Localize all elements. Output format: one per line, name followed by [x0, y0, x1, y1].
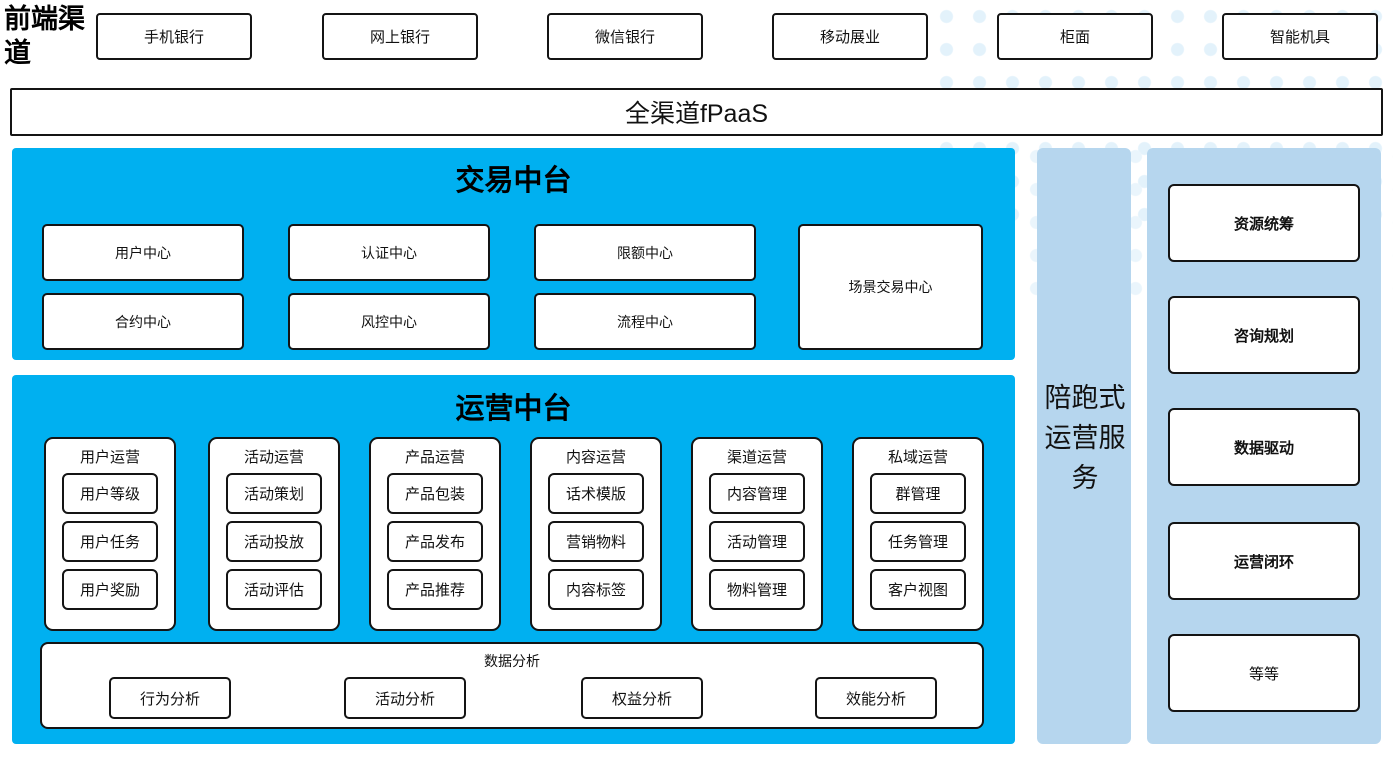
omnichannel-fpaas-bar[interactable]: 全渠道fPaaS — [10, 88, 1383, 136]
op-item-user-task[interactable]: 用户任务 — [62, 521, 158, 562]
da-item-activity-analysis[interactable]: 活动分析 — [344, 677, 466, 719]
channel-box-smart-machine[interactable]: 智能机具 — [1222, 13, 1378, 60]
op-column-activity-operation[interactable]: 活动运营 活动策划 活动投放 活动评估 — [208, 437, 340, 631]
companion-service-label: 陪跑式运营服务 — [1044, 383, 1126, 493]
channel-box-counter[interactable]: 柜面 — [997, 13, 1153, 60]
tc-box-risk-center[interactable]: 风控中心 — [288, 293, 490, 350]
channel-box-wechat-bank[interactable]: 微信银行 — [547, 13, 703, 60]
transaction-center-title: 交易中台 — [455, 165, 572, 197]
tc-box-limit-center[interactable]: 限额中心 — [534, 224, 756, 281]
op-column-channel-operation[interactable]: 渠道运营 内容管理 活动管理 物料管理 — [691, 437, 823, 631]
da-item-efficiency-analysis[interactable]: 效能分析 — [815, 677, 937, 719]
op-column-title: 私域运营 — [887, 449, 948, 466]
op-column-title: 内容运营 — [565, 449, 626, 466]
op-column-title: 用户运营 — [79, 449, 140, 466]
service-card-operation-closed-loop[interactable]: 运营闭环 — [1168, 522, 1360, 600]
service-card-data-driven[interactable]: 数据驱动 — [1168, 408, 1360, 486]
data-analysis-block[interactable]: 数据分析 行为分析 活动分析 权益分析 效能分析 — [40, 642, 984, 729]
tc-box-process-center[interactable]: 流程中心 — [534, 293, 756, 350]
front-channel-label: 前端渠道 — [4, 4, 85, 68]
data-analysis-title: 数据分析 — [484, 653, 540, 669]
op-column-title: 渠道运营 — [726, 449, 787, 466]
op-item-product-recommend[interactable]: 产品推荐 — [387, 569, 483, 610]
op-item-activity-management[interactable]: 活动管理 — [709, 521, 805, 562]
da-item-rights-analysis[interactable]: 权益分析 — [581, 677, 703, 719]
op-item-activity-planning[interactable]: 活动策划 — [226, 473, 322, 514]
op-item-user-reward[interactable]: 用户奖励 — [62, 569, 158, 610]
op-item-task-management[interactable]: 任务管理 — [870, 521, 966, 562]
op-column-title: 产品运营 — [404, 449, 465, 466]
channel-box-mobile-bank[interactable]: 手机银行 — [96, 13, 252, 60]
tc-box-user-center[interactable]: 用户中心 — [42, 224, 244, 281]
da-item-behavior-analysis[interactable]: 行为分析 — [109, 677, 231, 719]
op-column-user-operation[interactable]: 用户运营 用户等级 用户任务 用户奖励 — [44, 437, 176, 631]
tc-box-contract-center[interactable]: 合约中心 — [42, 293, 244, 350]
op-column-title: 活动运营 — [243, 449, 304, 466]
op-item-customer-view[interactable]: 客户视图 — [870, 569, 966, 610]
operation-center-title: 运营中台 — [455, 393, 572, 425]
op-item-product-packaging[interactable]: 产品包装 — [387, 473, 483, 514]
channel-box-mobile-field[interactable]: 移动展业 — [772, 13, 928, 60]
op-item-activity-delivery[interactable]: 活动投放 — [226, 521, 322, 562]
op-item-group-management[interactable]: 群管理 — [870, 473, 966, 514]
op-column-private-domain-operation[interactable]: 私域运营 群管理 任务管理 客户视图 — [852, 437, 984, 631]
op-item-user-level[interactable]: 用户等级 — [62, 473, 158, 514]
tc-box-auth-center[interactable]: 认证中心 — [288, 224, 490, 281]
service-card-etc[interactable]: 等等 — [1168, 634, 1360, 712]
op-item-material-management[interactable]: 物料管理 — [709, 569, 805, 610]
op-item-activity-evaluation[interactable]: 活动评估 — [226, 569, 322, 610]
tc-box-scenario-trade-center[interactable]: 场景交易中心 — [798, 224, 983, 350]
channel-box-online-bank[interactable]: 网上银行 — [322, 13, 478, 60]
op-column-content-operation[interactable]: 内容运营 话术模版 营销物料 内容标签 — [530, 437, 662, 631]
op-item-product-release[interactable]: 产品发布 — [387, 521, 483, 562]
service-card-consulting-planning[interactable]: 咨询规划 — [1168, 296, 1360, 374]
op-item-content-tag[interactable]: 内容标签 — [548, 569, 644, 610]
op-column-product-operation[interactable]: 产品运营 产品包装 产品发布 产品推荐 — [369, 437, 501, 631]
service-card-resource-coordination[interactable]: 资源统筹 — [1168, 184, 1360, 262]
op-item-script-template[interactable]: 话术模版 — [548, 473, 644, 514]
op-item-marketing-material[interactable]: 营销物料 — [548, 521, 644, 562]
op-item-content-management[interactable]: 内容管理 — [709, 473, 805, 514]
